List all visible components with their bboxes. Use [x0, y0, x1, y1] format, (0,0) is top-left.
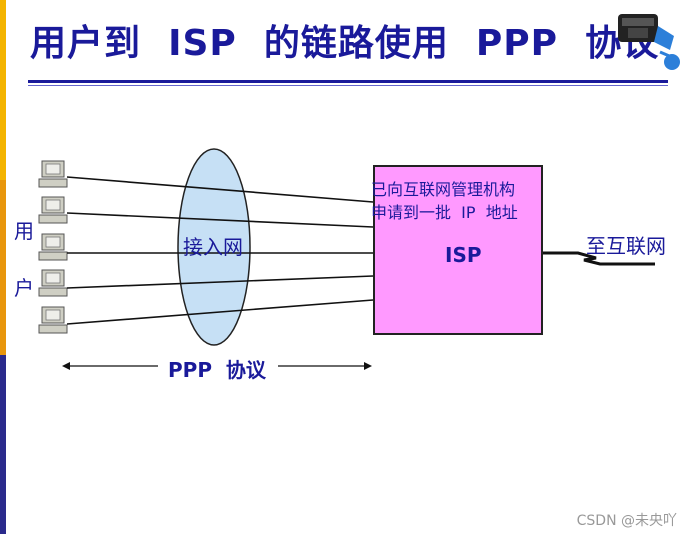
user-computer-2-icon [38, 196, 68, 224]
slide-sidebar [0, 0, 6, 534]
title-underline-thin [28, 85, 668, 86]
user-computer-1-icon [38, 160, 68, 188]
user-link-4 [66, 275, 374, 289]
slide-title: 用户到 ISP 的链路使用 PPP 协议 [30, 23, 660, 64]
isp-label: ISP [445, 243, 482, 267]
isp-note-line1: 已向互联网管理机构 [371, 180, 516, 199]
csdn-watermark: CSDN @未央吖 [576, 513, 677, 529]
isp-box [373, 165, 543, 335]
user-computer-5-icon [38, 306, 68, 334]
access-network-label: 接入网 [183, 235, 243, 259]
user-computer-3-icon [38, 233, 68, 261]
internet-label: 至互联网 [586, 234, 666, 258]
user-label-2: 户 [14, 276, 34, 300]
user-label-1: 用 [14, 219, 34, 243]
isp-note-line2: 申请到一批 IP 地址 [371, 203, 518, 222]
user-link-2 [66, 212, 374, 228]
ppp-protocol-label: PPP 协议 [168, 358, 266, 382]
title-underline [28, 80, 668, 83]
user-link-5 [66, 299, 374, 325]
user-computer-4-icon [38, 269, 68, 297]
access-network-ellipse [177, 148, 251, 346]
internet-link [543, 251, 655, 266]
sidebar-segment-blue [0, 355, 6, 534]
sidebar-segment-yellow [0, 0, 6, 180]
ppp-arrow-right-head [364, 362, 372, 370]
phone-decoration-icon [618, 14, 680, 70]
user-link-1 [66, 176, 374, 203]
ppp-arrow-left-head [62, 362, 70, 370]
sidebar-segment-orange [0, 180, 6, 355]
